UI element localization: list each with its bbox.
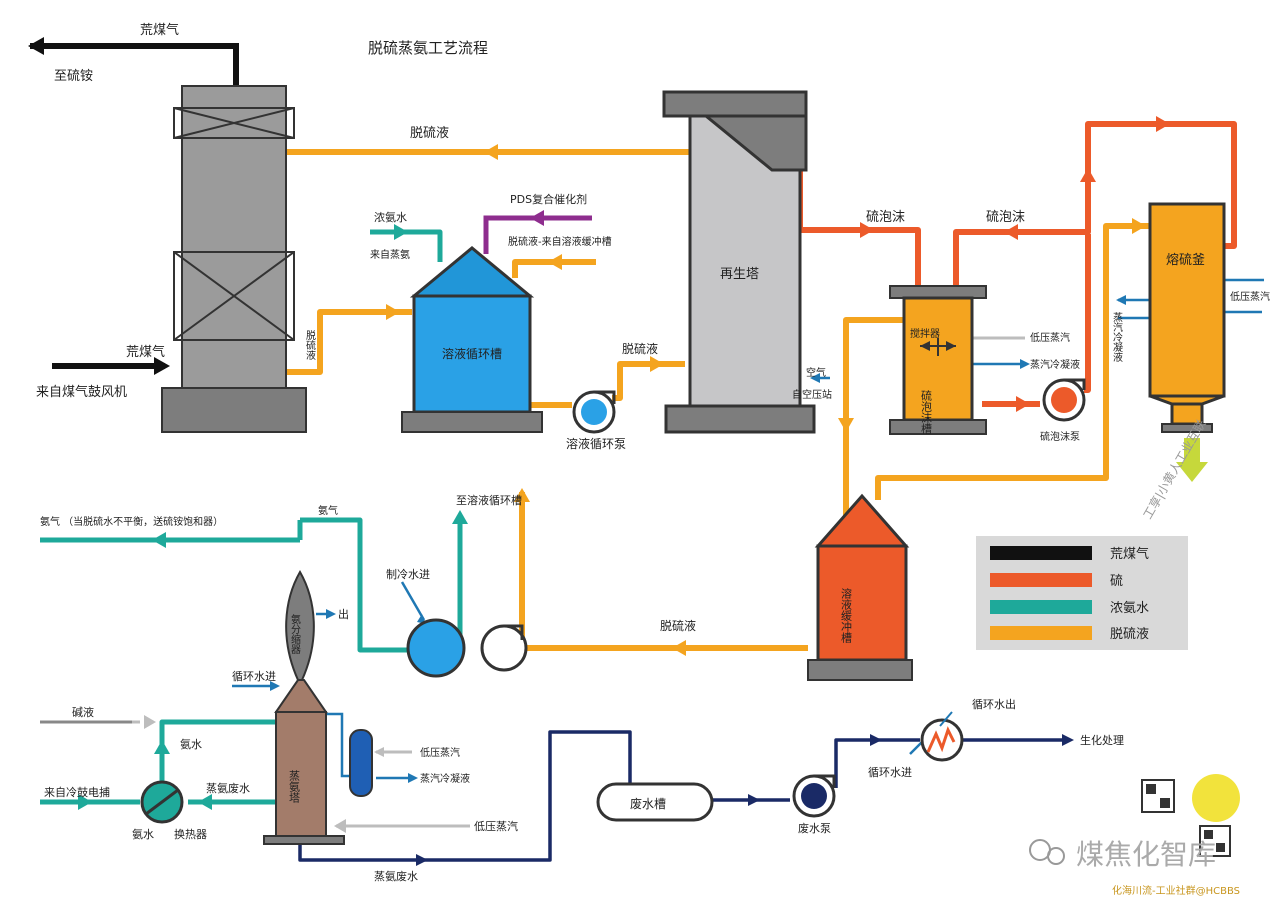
label-foam-pump: 硫泡沫泵 <box>1040 430 1080 443</box>
watermark-brand: 煤焦化智库 <box>1076 838 1216 871</box>
label-lp-steam-bottom: 低压蒸汽 <box>474 819 518 833</box>
badge-icon <box>1192 774 1240 822</box>
label-to-ammonium-sulfate: 至硫铵 <box>54 69 93 84</box>
legend-label-desulf-liquid: 脱硫液 <box>1110 627 1149 642</box>
page-title: 脱硫蒸氨工艺流程 <box>368 39 488 57</box>
cooler-icon <box>920 711 964 762</box>
arrow-icon <box>154 357 170 375</box>
wechat-icon <box>1029 839 1065 865</box>
foam-pump-icon <box>1042 378 1086 422</box>
label-waste-pump: 废水泵 <box>798 821 831 835</box>
label-from-blower: 来自煤气鼓风机 <box>36 384 127 400</box>
label-conc-ammonia: 浓氨水 <box>374 211 407 224</box>
chiller-pump-icon <box>406 618 466 678</box>
label-alkali: 碱液 <box>72 705 94 719</box>
sulfur-melter <box>1148 202 1226 482</box>
label-ammonia-gas-long: 氨气 （当脱硫水不平衡，送硫铵饱和器） <box>40 515 223 528</box>
label-cooling-water-in2: 循环水进 <box>868 766 912 779</box>
legend-label-ammonia-water: 浓氨水 <box>1110 601 1149 616</box>
label-condensate-foam: 蒸汽冷凝液 <box>1030 358 1080 371</box>
label-bio-treatment: 生化处理 <box>1080 733 1124 747</box>
label-melter: 熔硫釜 <box>1166 253 1205 268</box>
legend <box>976 536 1188 650</box>
label-lp-steam-foam: 低压蒸汽 <box>1030 331 1070 344</box>
label-desulf-vertical: 脱硫液 <box>304 329 316 361</box>
label-waste-tank: 废水槽 <box>630 796 666 811</box>
waste-tank <box>596 782 714 822</box>
solution-tank <box>401 246 543 433</box>
label-pds: PDS复合催化剂 <box>510 192 587 206</box>
desulf-arrows <box>386 144 1146 656</box>
label-desulf-pump-out: 脱硫液 <box>622 341 658 356</box>
label-solution-tank: 溶液循环槽 <box>442 346 502 361</box>
label-desulf-bottom: 脱硫液 <box>660 618 696 633</box>
label-desulf-from-buffer: 脱硫液-来自溶液缓冲槽 <box>508 235 612 248</box>
waste-pump-icon <box>792 774 836 818</box>
label-cooling-water-out: 循环水出 <box>972 697 1016 711</box>
regeneration-tower <box>662 90 816 434</box>
waste-arrows <box>416 734 1074 866</box>
label-ammonia-gas: 氨气 <box>318 504 338 517</box>
label-heat-exchanger: 换热器 <box>174 827 207 841</box>
label-cooling-water-in: 循环水进 <box>232 670 276 683</box>
arrow-icon <box>530 210 544 226</box>
buffer-tank <box>807 493 913 681</box>
legend-label-coal-gas: 荒煤气 <box>1110 546 1149 562</box>
label-to-solution-tank: 至溶液循环槽 <box>456 493 522 507</box>
label-raw-gas-top: 荒煤气 <box>140 22 179 38</box>
label-condensate-reboiler: 蒸汽冷凝液 <box>420 772 470 785</box>
desulf-pump-icon <box>480 624 528 672</box>
label-condensate-melter: 蒸汽冷凝液 <box>1111 312 1123 363</box>
label-out: 出 <box>338 607 349 621</box>
label-ammonia-waste: 蒸氨废水 <box>206 781 250 795</box>
arrow-icon <box>28 37 44 55</box>
label-ammonia-still: 蒸氨塔 <box>288 770 301 804</box>
foam-tank <box>889 285 987 435</box>
solution-pump-icon <box>572 390 616 434</box>
legend-label-sulfur: 硫 <box>1110 574 1123 589</box>
label-from-cooler: 来自冷鼓电捕 <box>44 785 110 799</box>
ammonia-arrows <box>78 224 468 810</box>
label-foam1: 硫泡沫 <box>866 210 905 225</box>
label-lp-steam-reboiler: 低压蒸汽 <box>420 746 460 759</box>
ammonia-water-lines <box>40 229 463 805</box>
label-foam-tank: 硫泡沫槽 <box>920 389 933 435</box>
desulfurization-tower <box>161 85 307 433</box>
label-foam2: 硫泡沫 <box>986 210 1025 225</box>
label-dephlegmator: 氨分缩器 <box>289 613 301 655</box>
label-ammonia-waste-bottom: 蒸氨废水 <box>374 869 418 883</box>
heat-exchanger-icon <box>140 780 184 824</box>
label-regen-tower: 再生塔 <box>720 267 759 282</box>
label-ammonia-water: 氨水 <box>180 738 202 751</box>
label-solution-pump: 溶液循环泵 <box>566 436 626 451</box>
label-buffer-tank: 溶液缓冲槽 <box>840 587 853 644</box>
label-from-air-station: 自空压站 <box>792 388 832 401</box>
qr-code-icon <box>1141 779 1231 857</box>
reboiler <box>349 729 373 797</box>
label-ammonia-under-hx: 氨水 <box>132 828 154 841</box>
sulfur-arrows <box>860 116 1170 412</box>
label-chilled-water-in: 制冷水进 <box>386 568 430 581</box>
label-from-steam-ammonia: 来自蒸氨 <box>370 248 410 261</box>
label-agitator: 搅拌器 <box>910 327 940 340</box>
coal-gas-lines <box>30 43 239 369</box>
ammonia-dephlegmator <box>285 569 315 681</box>
label-raw-gas-in: 荒煤气 <box>126 344 165 360</box>
label-lp-steam-melter: 低压蒸汽 <box>1230 290 1270 303</box>
watermark-footer: 化海川流-工业社群@HCBBS <box>1112 884 1240 897</box>
ammonia-still <box>263 679 345 845</box>
pds-line <box>483 215 592 254</box>
label-air: 空气 <box>806 366 826 379</box>
label-desulf-top: 脱硫液 <box>410 126 449 141</box>
